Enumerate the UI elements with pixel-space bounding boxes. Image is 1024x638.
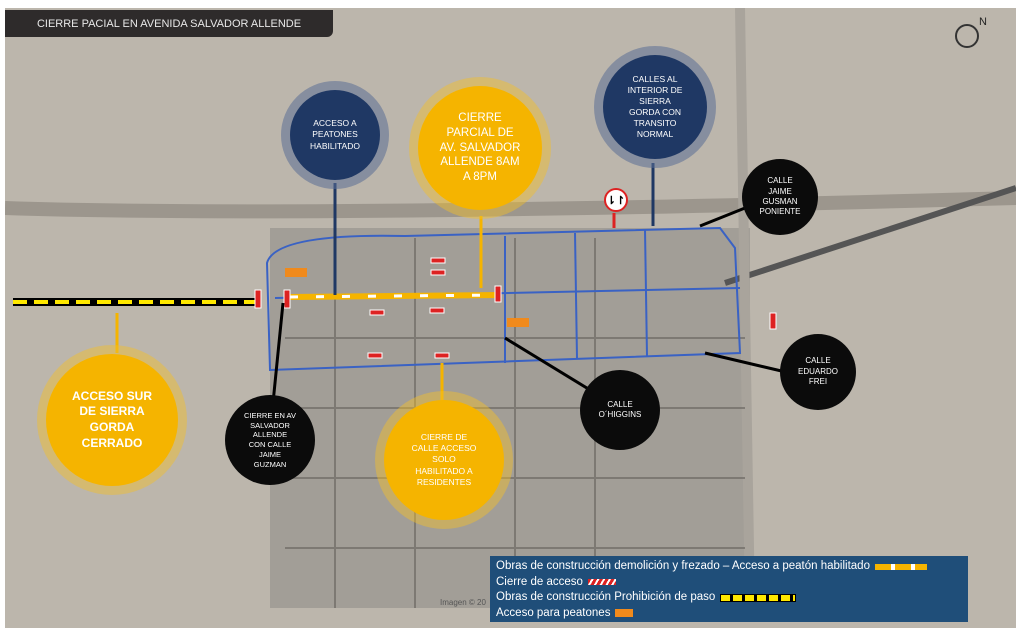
- legend-label: Obras de construcción Prohibición de pas…: [496, 591, 716, 603]
- black-yellow-dash-swatch: [720, 593, 797, 602]
- legend-item: Acceso para peatones: [496, 606, 962, 622]
- callout-text: CALLE O´HIGGINS: [598, 399, 642, 419]
- callout-closure-jaime-guzman: CIERRE EN AV SALVADOR ALLENDE CON CALLE …: [225, 395, 315, 485]
- callout-arrows: [115, 163, 791, 404]
- legend-label: Acceso para peatones: [496, 606, 611, 619]
- demolition-line: [289, 293, 501, 299]
- compass-icon: [955, 24, 979, 48]
- legend-label: Cierre de acceso: [496, 575, 583, 588]
- red-white-barrier-swatch: [587, 579, 616, 586]
- legend-item: Cierre de acceso: [496, 575, 962, 591]
- imagery-watermark: Imagen © 20: [440, 598, 486, 607]
- compass-north-label: N: [979, 16, 987, 28]
- legend-item: Obras de construcción Prohibición de pas…: [496, 590, 962, 606]
- callout-partial-closure: CIERRE PARCIAL DE AV. SALVADOR ALLENDE 8…: [418, 86, 542, 210]
- yellow-white-dash-swatch: [874, 563, 927, 570]
- callout-text: ACCESO SUR DE SIERRA GORDA CERRADO: [71, 388, 152, 450]
- callout-ohiggins: CALLE O´HIGGINS: [580, 370, 660, 450]
- callout-text: CIERRE PARCIAL DE AV. SALVADOR ALLENDE 8…: [439, 111, 521, 184]
- two-way-traffic-sign-icon: ⇂↾: [604, 188, 628, 212]
- callout-eduardo-frei: CALLE EDUARDO FREI: [780, 334, 856, 410]
- callout-text: CALLE EDUARDO FREI: [797, 356, 838, 387]
- map-title: CIERRE PACIAL EN AVENIDA SALVADOR ALLEND…: [5, 10, 333, 37]
- access-barriers: [254, 257, 777, 359]
- highway: [724, 185, 1016, 286]
- callout-south-access-closed: ACCESO SUR DE SIERRA GORDA CERRADO: [46, 354, 178, 486]
- legend-label: Obras de construcción demolición y freza…: [496, 560, 870, 572]
- callout-text: CALLES AL INTERIOR DE SIERRA GORDA CON T…: [627, 73, 683, 140]
- legend-item: Obras de construcción demolición y freza…: [496, 559, 962, 575]
- callout-residents-only: CIERRE DE CALLE ACCESO SOLO HABILITADO A…: [384, 400, 504, 520]
- callout-text: CALLE JAIME GUSMAN PONIENTE: [759, 176, 801, 217]
- callout-jaime-gusman: CALLE JAIME GUSMAN PONIENTE: [742, 159, 818, 235]
- pedestrian-access-signs: [285, 268, 529, 327]
- callout-text: CIERRE EN AV SALVADOR ALLENDE CON CALLE …: [244, 410, 296, 469]
- orange-sign-swatch: [615, 609, 634, 618]
- town-area: [270, 228, 750, 608]
- map-legend: Obras de construcción demolición y freza…: [490, 556, 968, 622]
- callout-interior-streets: CALLES AL INTERIOR DE SIERRA GORDA CON T…: [603, 55, 707, 159]
- callout-text: ACCESO A PEATONES HABILITADO: [310, 118, 360, 151]
- callout-pedestrian-access: ACCESO A PEATONES HABILITADO: [290, 90, 380, 180]
- callout-text: CIERRE DE CALLE ACCESO SOLO HABILITADO A…: [411, 432, 477, 487]
